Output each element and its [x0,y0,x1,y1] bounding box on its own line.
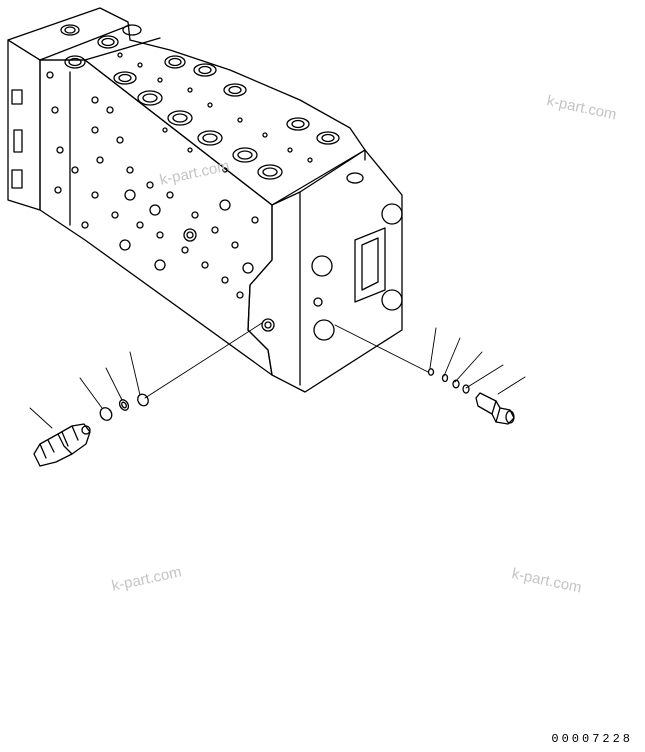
end-cap-window [354,227,386,303]
leader-line [465,364,504,389]
o-ring-right-1 [427,368,435,376]
centerline-left [144,322,263,399]
o-ring-left-1 [99,407,113,421]
drawing-number: 00007228 [551,732,633,746]
end-cap-window-inner [361,237,379,291]
leader-line [497,376,526,395]
end-cap-bolt [311,255,333,277]
section-line [84,37,161,61]
o-ring-left-2 [137,393,149,407]
end-cap-port [264,321,272,329]
o-ring-right-3 [462,384,470,394]
valve-front-face [39,59,273,376]
backup-ring-right [441,373,449,383]
end-cap-port [261,318,275,332]
leader-line [29,407,53,429]
backup-ring-left-inner [121,401,127,409]
end-cap-port [313,297,323,307]
valve-left-end [7,39,41,211]
control-valve-body [7,7,403,393]
leader-line [443,337,461,377]
left-end-port [13,129,23,153]
left-end-port [11,169,23,189]
leader-line [79,377,103,409]
leader-lines [29,322,526,429]
valve-right-end-cap [247,149,403,393]
left-end-port [11,89,23,105]
front-face-holes [46,71,259,299]
backup-ring-left [118,399,130,411]
leader-line [129,351,141,396]
leader-line [429,327,437,369]
leader-line [105,367,123,401]
centerline-right [334,324,429,373]
plug-right [475,392,515,425]
end-cap-bolt [381,203,403,225]
valve-cartridge-left [33,423,91,467]
top-ports [60,24,364,184]
section-line [39,24,131,61]
o-ring-right-2 [452,379,460,389]
end-cap-bolt [313,319,335,341]
end-cap-bolt [381,289,403,311]
leader-line [454,351,483,383]
